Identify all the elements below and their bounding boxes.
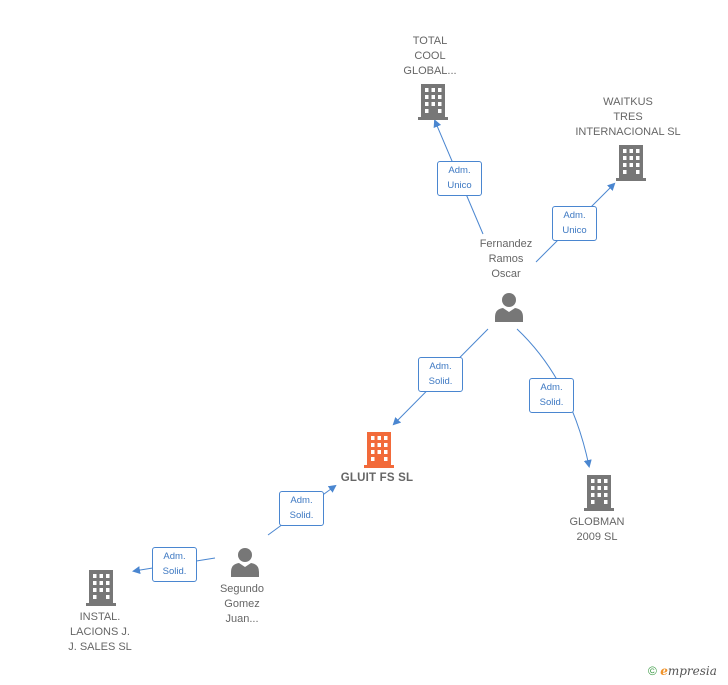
edge-label-adm-unico[interactable]: Adm. Unico	[552, 206, 597, 241]
edge-label-adm-solid[interactable]: Adm. Solid.	[152, 547, 197, 582]
building-icon[interactable]	[584, 475, 614, 511]
edge-label-adm-solid[interactable]: Adm. Solid.	[529, 378, 574, 413]
node-label-globman[interactable]: GLOBMAN 2009 SL	[569, 516, 625, 543]
node-label-fernandez[interactable]: Fernandez Ramos Oscar	[479, 238, 533, 280]
building-icon[interactable]	[86, 570, 116, 606]
building-icon-highlight[interactable]	[364, 432, 394, 468]
building-icon[interactable]	[418, 84, 448, 120]
node-label-gluit[interactable]: GLUIT FS SL	[340, 472, 414, 484]
edge-label-adm-unico[interactable]: Adm. Unico	[437, 161, 482, 196]
edge-label-adm-solid[interactable]: Adm. Solid.	[418, 357, 463, 392]
person-icon[interactable]	[494, 292, 524, 322]
copyright-icon: ©	[648, 664, 657, 678]
building-icon[interactable]	[616, 145, 646, 181]
node-label-instal[interactable]: INSTAL. LACIONS J. J. SALES SL	[68, 611, 132, 653]
person-icon[interactable]	[230, 547, 260, 577]
node-label-total-cool[interactable]: TOTAL COOL GLOBAL...	[403, 35, 457, 77]
footer-brand: © empresia	[648, 664, 717, 678]
brand-logo: empresia	[660, 664, 717, 678]
edge-label-adm-solid[interactable]: Adm. Solid.	[279, 491, 324, 526]
node-label-segundo[interactable]: Segundo Gomez Juan...	[219, 583, 265, 625]
node-label-waitkus[interactable]: WAITKUS TRES INTERNACIONAL SL	[575, 96, 681, 138]
